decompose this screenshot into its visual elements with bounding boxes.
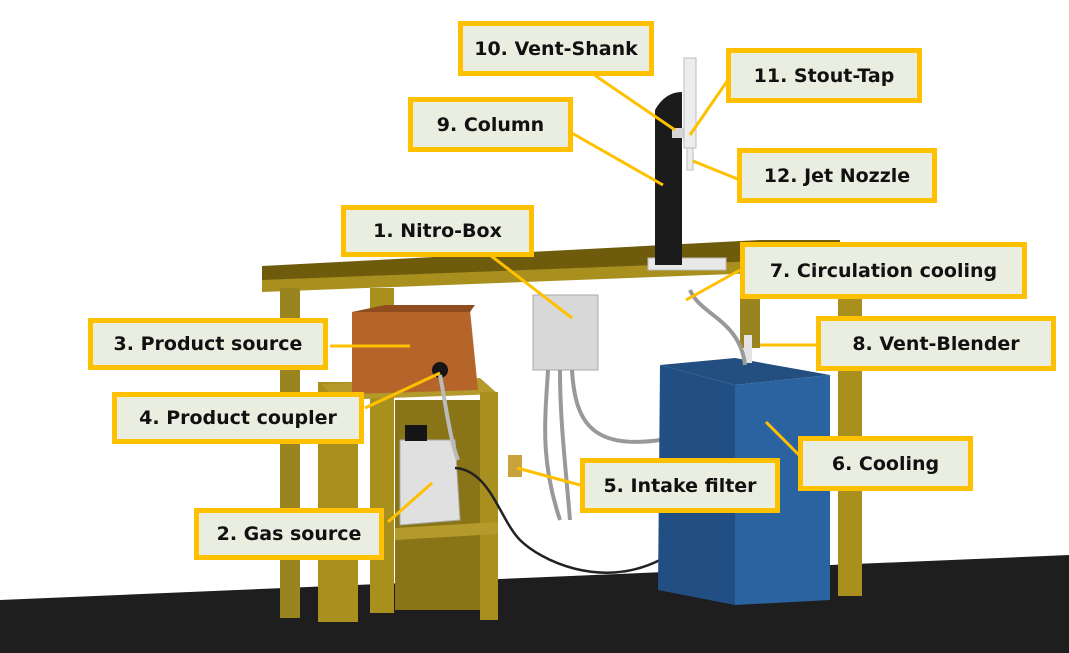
label-text: 2. Gas source: [216, 523, 362, 545]
leader-circulation-cooling: [685, 268, 741, 302]
cooling-box-right: [735, 375, 830, 605]
leader-column: [569, 130, 664, 187]
leader-vent-shank: [589, 70, 676, 132]
label-text: 8. Vent-Blender: [852, 332, 1020, 355]
label-jet-nozzle: 12. Jet Nozzle: [737, 148, 937, 203]
gas-hose: [454, 466, 661, 574]
nitro-box-unit: [532, 294, 599, 371]
label-vent-shank: 10. Vent-Shank: [458, 21, 654, 76]
nitro-box-hoses: [543, 369, 661, 521]
label-cooling: 6. Cooling: [798, 436, 973, 491]
label-text: 7. Circulation cooling: [769, 259, 998, 282]
intake-filter-unit: [508, 455, 522, 477]
label-intake-filter: 5. Intake filter: [580, 458, 780, 513]
product-source-box: [352, 310, 478, 394]
jet-nozzle-unit: [686, 147, 694, 171]
label-text: 11. Stout-Tap: [753, 64, 895, 87]
circulation-hose: [688, 289, 747, 366]
label-vent-blender: 8. Vent-Blender: [816, 316, 1056, 371]
label-text: 5. Intake filter: [603, 474, 757, 497]
gas-source-handle: [405, 425, 427, 441]
label-text: 6. Cooling: [831, 452, 940, 475]
leader-lines: [330, 70, 818, 524]
shelf-side-right: [480, 392, 498, 620]
label-product-source: 3. Product source: [88, 318, 328, 370]
leader-gas-source: [387, 481, 433, 524]
label-gas-source: 2. Gas source: [194, 508, 384, 560]
leader-stout-tap: [688, 76, 732, 136]
gas-source-unit: [399, 439, 461, 526]
cooling-box-top: [660, 358, 830, 385]
product-source-box-top: [352, 305, 475, 312]
leader-jet-nozzle: [692, 159, 741, 182]
leader-intake-filter: [516, 466, 581, 487]
label-circulation-cooling: 7. Circulation cooling: [740, 242, 1027, 299]
label-stout-tap: 11. Stout-Tap: [726, 48, 922, 103]
label-column: 9. Column: [408, 97, 573, 152]
vent-blender-unit: [744, 335, 752, 363]
label-text: 4. Product coupler: [139, 407, 337, 429]
leader-product-coupler: [364, 371, 441, 410]
leader-cooling: [764, 420, 802, 458]
coupler-hose: [438, 374, 460, 461]
floor: [0, 555, 1069, 653]
vent-shank-unit: [672, 128, 690, 138]
label-text: 10. Vent-Shank: [474, 37, 638, 60]
label-text: 12. Jet Nozzle: [763, 164, 911, 187]
shelf-mid: [395, 522, 498, 540]
label-product-coupler: 4. Product coupler: [112, 392, 364, 444]
label-text: 1. Nitro-Box: [373, 220, 502, 242]
label-text: 9. Column: [436, 113, 545, 136]
leader-nitro-box: [489, 253, 573, 320]
label-text: 3. Product source: [113, 333, 303, 355]
label-nitro-box: 1. Nitro-Box: [341, 205, 534, 257]
